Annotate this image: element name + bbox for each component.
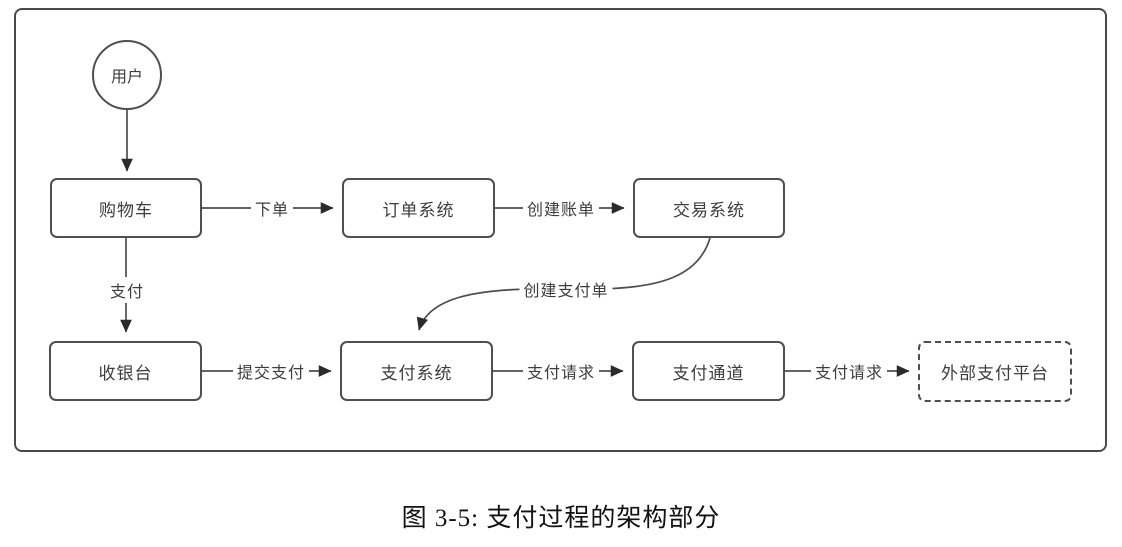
edge-label-place-order: 下单	[250, 195, 294, 221]
node-shopping-cart-label: 购物车	[99, 200, 153, 220]
node-user-label: 用户	[110, 69, 143, 86]
node-external-payment-platform: 外部支付平台	[918, 341, 1072, 402]
node-cashier: 收银台	[49, 341, 202, 401]
node-order-system: 订单系统	[342, 178, 495, 238]
edge-label-pay: 支付	[105, 277, 149, 303]
node-payment-channel-label: 支付通道	[672, 363, 745, 383]
edge-label-create-bill: 创建账单	[522, 195, 600, 221]
node-trade-system: 交易系统	[633, 178, 785, 238]
node-external-payment-platform-label: 外部支付平台	[941, 364, 1049, 383]
node-payment-channel: 支付通道	[632, 341, 785, 401]
node-user: 用户	[92, 40, 162, 110]
edge-label-payment-request-1: 支付请求	[522, 358, 600, 384]
node-payment-system-label: 支付系统	[380, 363, 453, 383]
node-trade-system-label: 交易系统	[673, 200, 745, 220]
edge-label-create-payment-order: 创建支付单	[519, 276, 613, 302]
edge-label-submit-payment: 提交支付	[232, 358, 310, 384]
node-shopping-cart: 购物车	[50, 178, 202, 238]
node-order-system-label: 订单系统	[382, 200, 455, 220]
node-payment-system: 支付系统	[340, 341, 493, 401]
node-cashier-label: 收银台	[98, 363, 153, 383]
figure-caption: 图 3-5: 支付过程的架构部分	[401, 505, 721, 532]
edge-label-payment-request-2: 支付请求	[810, 358, 888, 384]
